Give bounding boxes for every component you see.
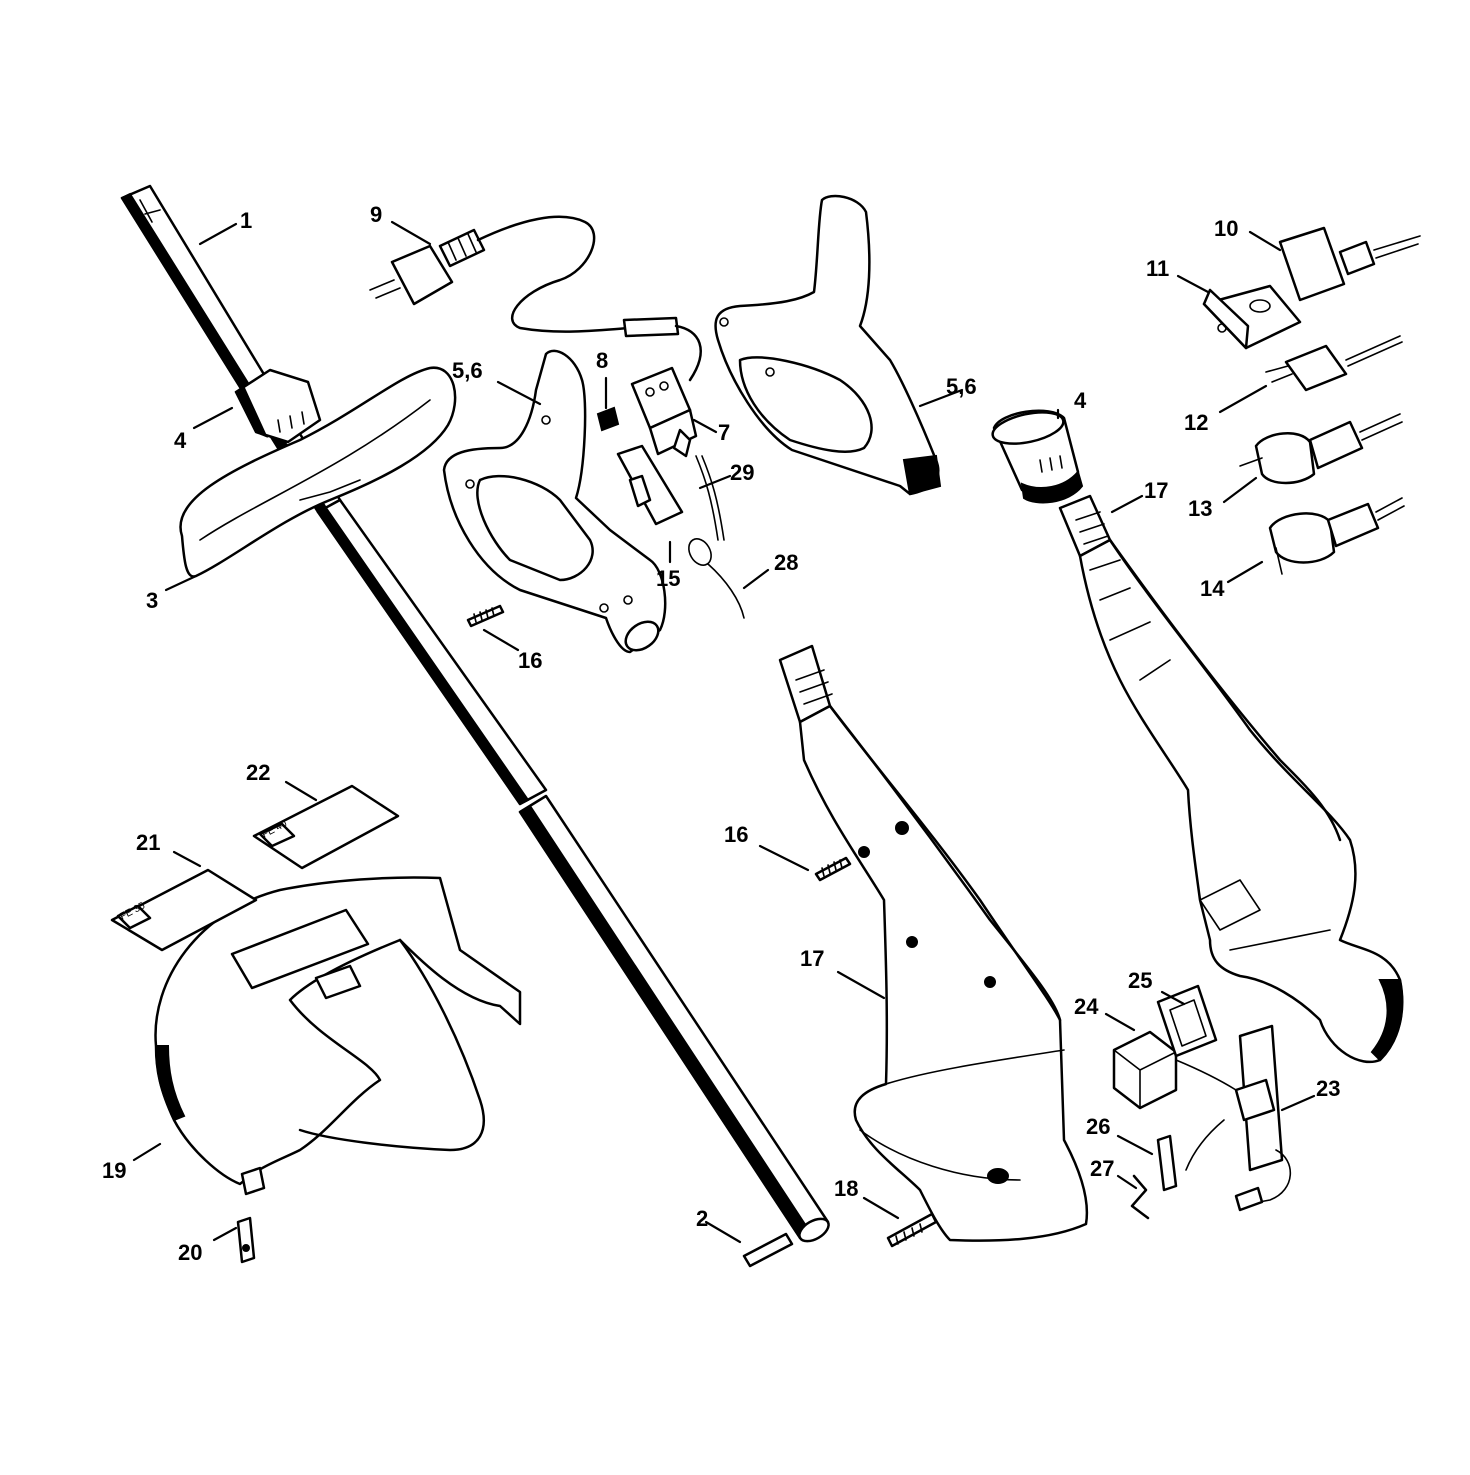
callout-4-right: 4 bbox=[1074, 388, 1087, 413]
part-16-screw-upper bbox=[466, 604, 505, 628]
part-15-trigger bbox=[616, 444, 684, 526]
part-21-decal: FE 35 bbox=[110, 868, 258, 952]
callout-3: 3 bbox=[146, 588, 158, 613]
part-5-6-handle-half-right bbox=[714, 194, 942, 496]
callout-14: 14 bbox=[1200, 576, 1225, 601]
callout-9: 9 bbox=[370, 202, 382, 227]
callout-26: 26 bbox=[1086, 1114, 1110, 1139]
callout-18: 18 bbox=[834, 1176, 858, 1201]
part-19-guard bbox=[154, 876, 522, 1196]
callout-7: 7 bbox=[718, 420, 730, 445]
part-11-adapter bbox=[1202, 284, 1302, 350]
part-8-contact bbox=[596, 406, 620, 432]
part-13-plug bbox=[1239, 413, 1403, 485]
callout-8: 8 bbox=[596, 348, 608, 373]
part-22-decal: FE 40 bbox=[252, 784, 400, 870]
callout-16-lower: 16 bbox=[724, 822, 748, 847]
part-25-bracket bbox=[1156, 984, 1218, 1058]
callout-12: 12 bbox=[1184, 410, 1208, 435]
part-17-motor-housing-right bbox=[1058, 494, 1404, 1064]
callout-5-6-right: 5,6 bbox=[946, 374, 977, 399]
part-3-loop-handle bbox=[179, 366, 457, 578]
part-16-screw-lower bbox=[814, 856, 852, 882]
callout-23: 23 bbox=[1316, 1076, 1340, 1101]
part-20-clip bbox=[236, 1216, 256, 1264]
part-14-plug bbox=[1268, 497, 1405, 575]
part-26-pin bbox=[1156, 1134, 1178, 1192]
part-5-6-handle-half-left bbox=[442, 349, 667, 654]
callout-2: 2 bbox=[696, 1206, 708, 1231]
callout-5-6-left: 5,6 bbox=[452, 358, 483, 383]
callout-17-centre: 17 bbox=[800, 946, 824, 971]
callout-24: 24 bbox=[1074, 994, 1099, 1019]
callout-19: 19 bbox=[102, 1158, 126, 1183]
part-17-lower-housing bbox=[778, 644, 1089, 1242]
callout-21: 21 bbox=[136, 830, 160, 855]
callout-20: 20 bbox=[178, 1240, 202, 1265]
callout-22: 22 bbox=[246, 760, 270, 785]
part-24-capacitor bbox=[1112, 1030, 1237, 1110]
part-10-plug bbox=[1278, 226, 1421, 302]
callout-28: 28 bbox=[774, 550, 798, 575]
part-4-collar-left bbox=[234, 368, 322, 444]
part-2-lower-shaft bbox=[518, 794, 830, 1268]
callout-1: 1 bbox=[240, 208, 252, 233]
part-27-wire-clip bbox=[1130, 1174, 1150, 1220]
callout-10: 10 bbox=[1214, 216, 1238, 241]
callout-27: 27 bbox=[1090, 1156, 1114, 1181]
callout-29: 29 bbox=[730, 460, 754, 485]
callout-4-left: 4 bbox=[174, 428, 187, 453]
leader-lines bbox=[132, 220, 1316, 1244]
callout-11: 11 bbox=[1146, 256, 1169, 281]
callout-16-upper: 16 bbox=[518, 648, 542, 673]
part-23-circuit-board bbox=[1185, 1024, 1292, 1212]
callout-numbers: 1 2 3 4 5,6 8 7 9 5,6 10 11 4 12 17 13 1… bbox=[102, 202, 1340, 1265]
part-4-collar-right bbox=[991, 409, 1084, 504]
part-7-switch bbox=[630, 366, 698, 458]
callout-15: 15 bbox=[656, 566, 680, 591]
callout-25: 25 bbox=[1128, 968, 1152, 993]
part-28-cable-tie bbox=[688, 538, 745, 619]
callout-13: 13 bbox=[1188, 496, 1212, 521]
part-29-cable bbox=[695, 455, 725, 541]
part-18-screw bbox=[886, 1212, 938, 1248]
part-12-plug bbox=[1265, 335, 1403, 392]
part-9-power-cord bbox=[369, 215, 702, 382]
callout-17-right: 17 bbox=[1144, 478, 1168, 503]
